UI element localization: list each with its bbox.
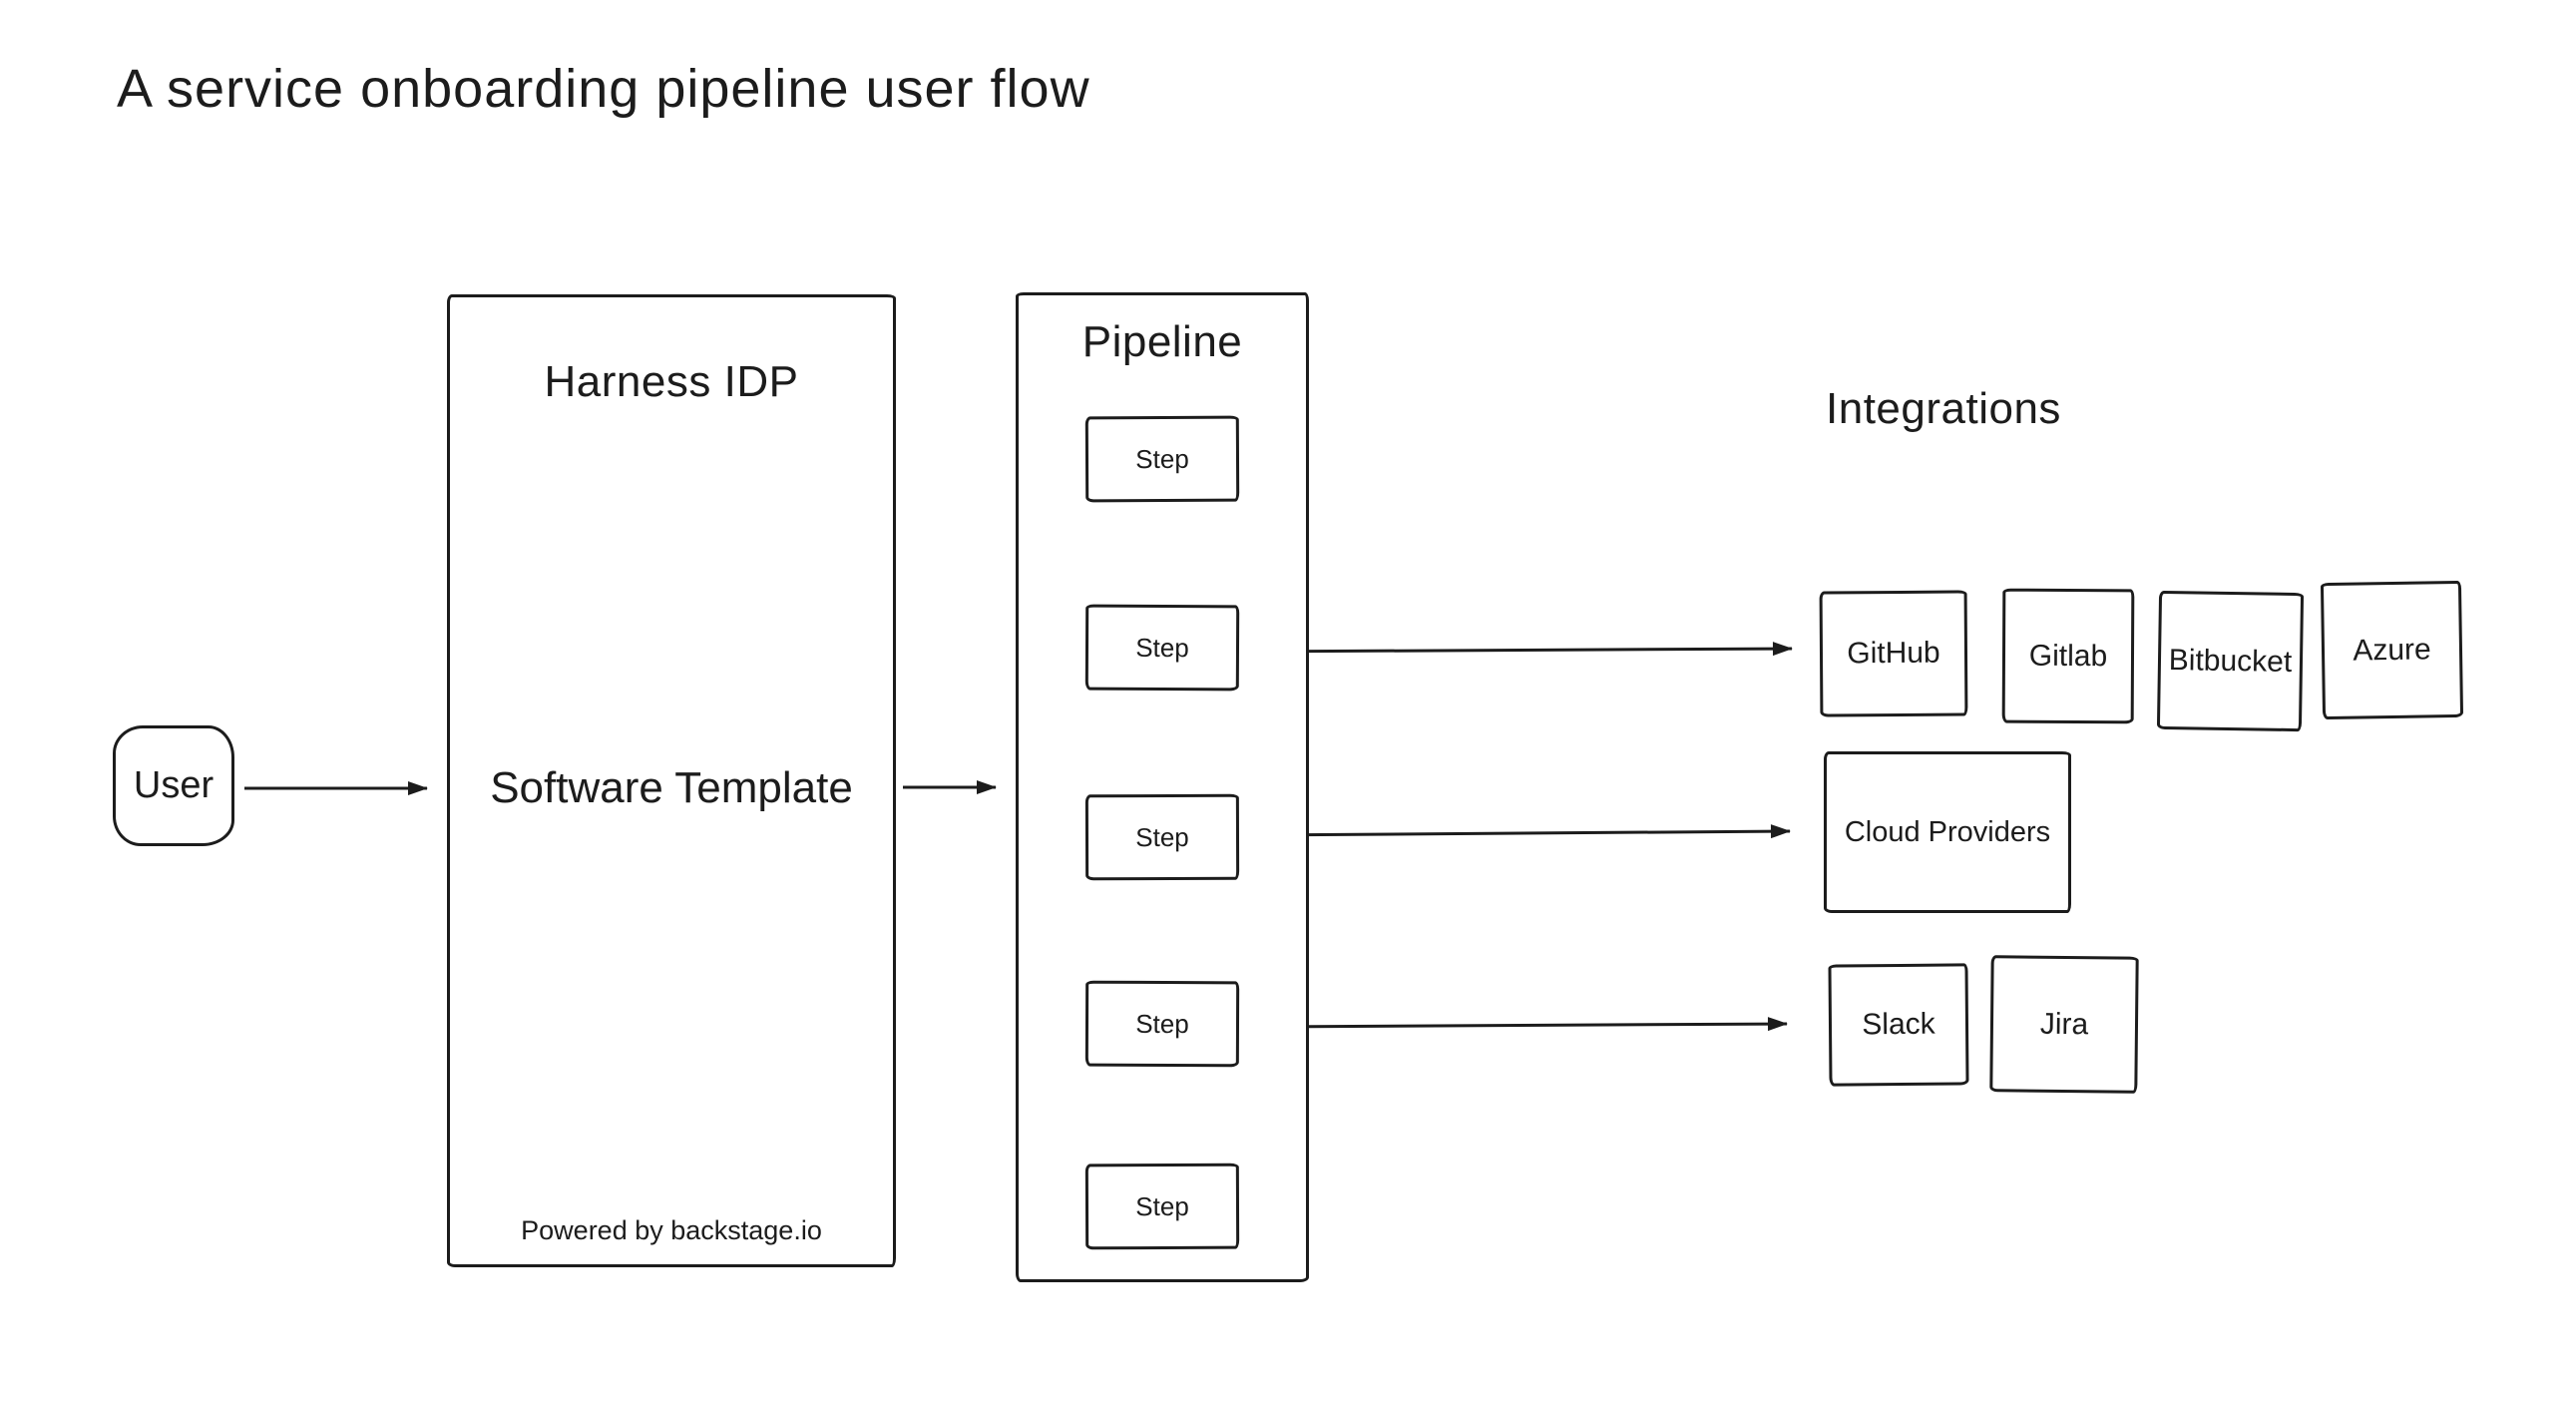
integration-gitlab: Gitlab bbox=[2001, 588, 2135, 724]
integration-azure: Azure bbox=[2320, 580, 2464, 720]
integration-label: Gitlab bbox=[2028, 639, 2108, 673]
integration-label: Azure bbox=[2353, 632, 2431, 668]
integration-label: Slack bbox=[1862, 1007, 1935, 1042]
harness-idp-box bbox=[447, 294, 896, 1267]
pipeline-step-label: Step bbox=[1135, 632, 1189, 663]
integration-slack: Slack bbox=[1828, 963, 1969, 1087]
integration-label: Bitbucket bbox=[2168, 643, 2293, 679]
user-node-label: User bbox=[133, 764, 215, 806]
pipeline-step-2: Step bbox=[1084, 604, 1240, 692]
integration-jira: Jira bbox=[1989, 955, 2139, 1094]
pipeline-title: Pipeline bbox=[1081, 317, 1243, 366]
arrow-step2-to-github bbox=[1245, 642, 1793, 657]
pipeline-step-4: Step bbox=[1084, 980, 1240, 1068]
arrow-step3-to-cloud-providers bbox=[1252, 824, 1791, 839]
software-template-label: Software Template bbox=[490, 763, 853, 812]
integration-label: Cloud Providers bbox=[1844, 815, 2051, 848]
integration-label: Jira bbox=[2039, 1007, 2089, 1041]
pipeline-step-5: Step bbox=[1084, 1163, 1240, 1250]
integration-bitbucket: Bitbucket bbox=[2156, 590, 2305, 732]
integrations-heading: Integrations bbox=[1826, 384, 2061, 433]
pipeline-step-label: Step bbox=[1135, 1190, 1189, 1221]
pipeline-step-label: Step bbox=[1135, 821, 1189, 852]
arrow-step4-to-slack bbox=[1255, 1017, 1788, 1032]
pipeline-step-label: Step bbox=[1135, 443, 1189, 474]
diagram-title: A service onboarding pipeline user flow bbox=[117, 59, 1090, 119]
user-node: User bbox=[113, 725, 234, 846]
integration-label: GitHub bbox=[1847, 636, 1940, 671]
pipeline-step-3: Step bbox=[1084, 793, 1240, 881]
pipeline-step-label: Step bbox=[1135, 1008, 1189, 1039]
integration-cloud-providers: Cloud Providers bbox=[1824, 751, 2071, 913]
integration-github: GitHub bbox=[1819, 590, 1968, 717]
harness-idp-title: Harness IDP bbox=[544, 357, 799, 406]
powered-by-backstage-label: Powered by backstage.io bbox=[521, 1215, 822, 1245]
pipeline-step-1: Step bbox=[1084, 415, 1240, 503]
